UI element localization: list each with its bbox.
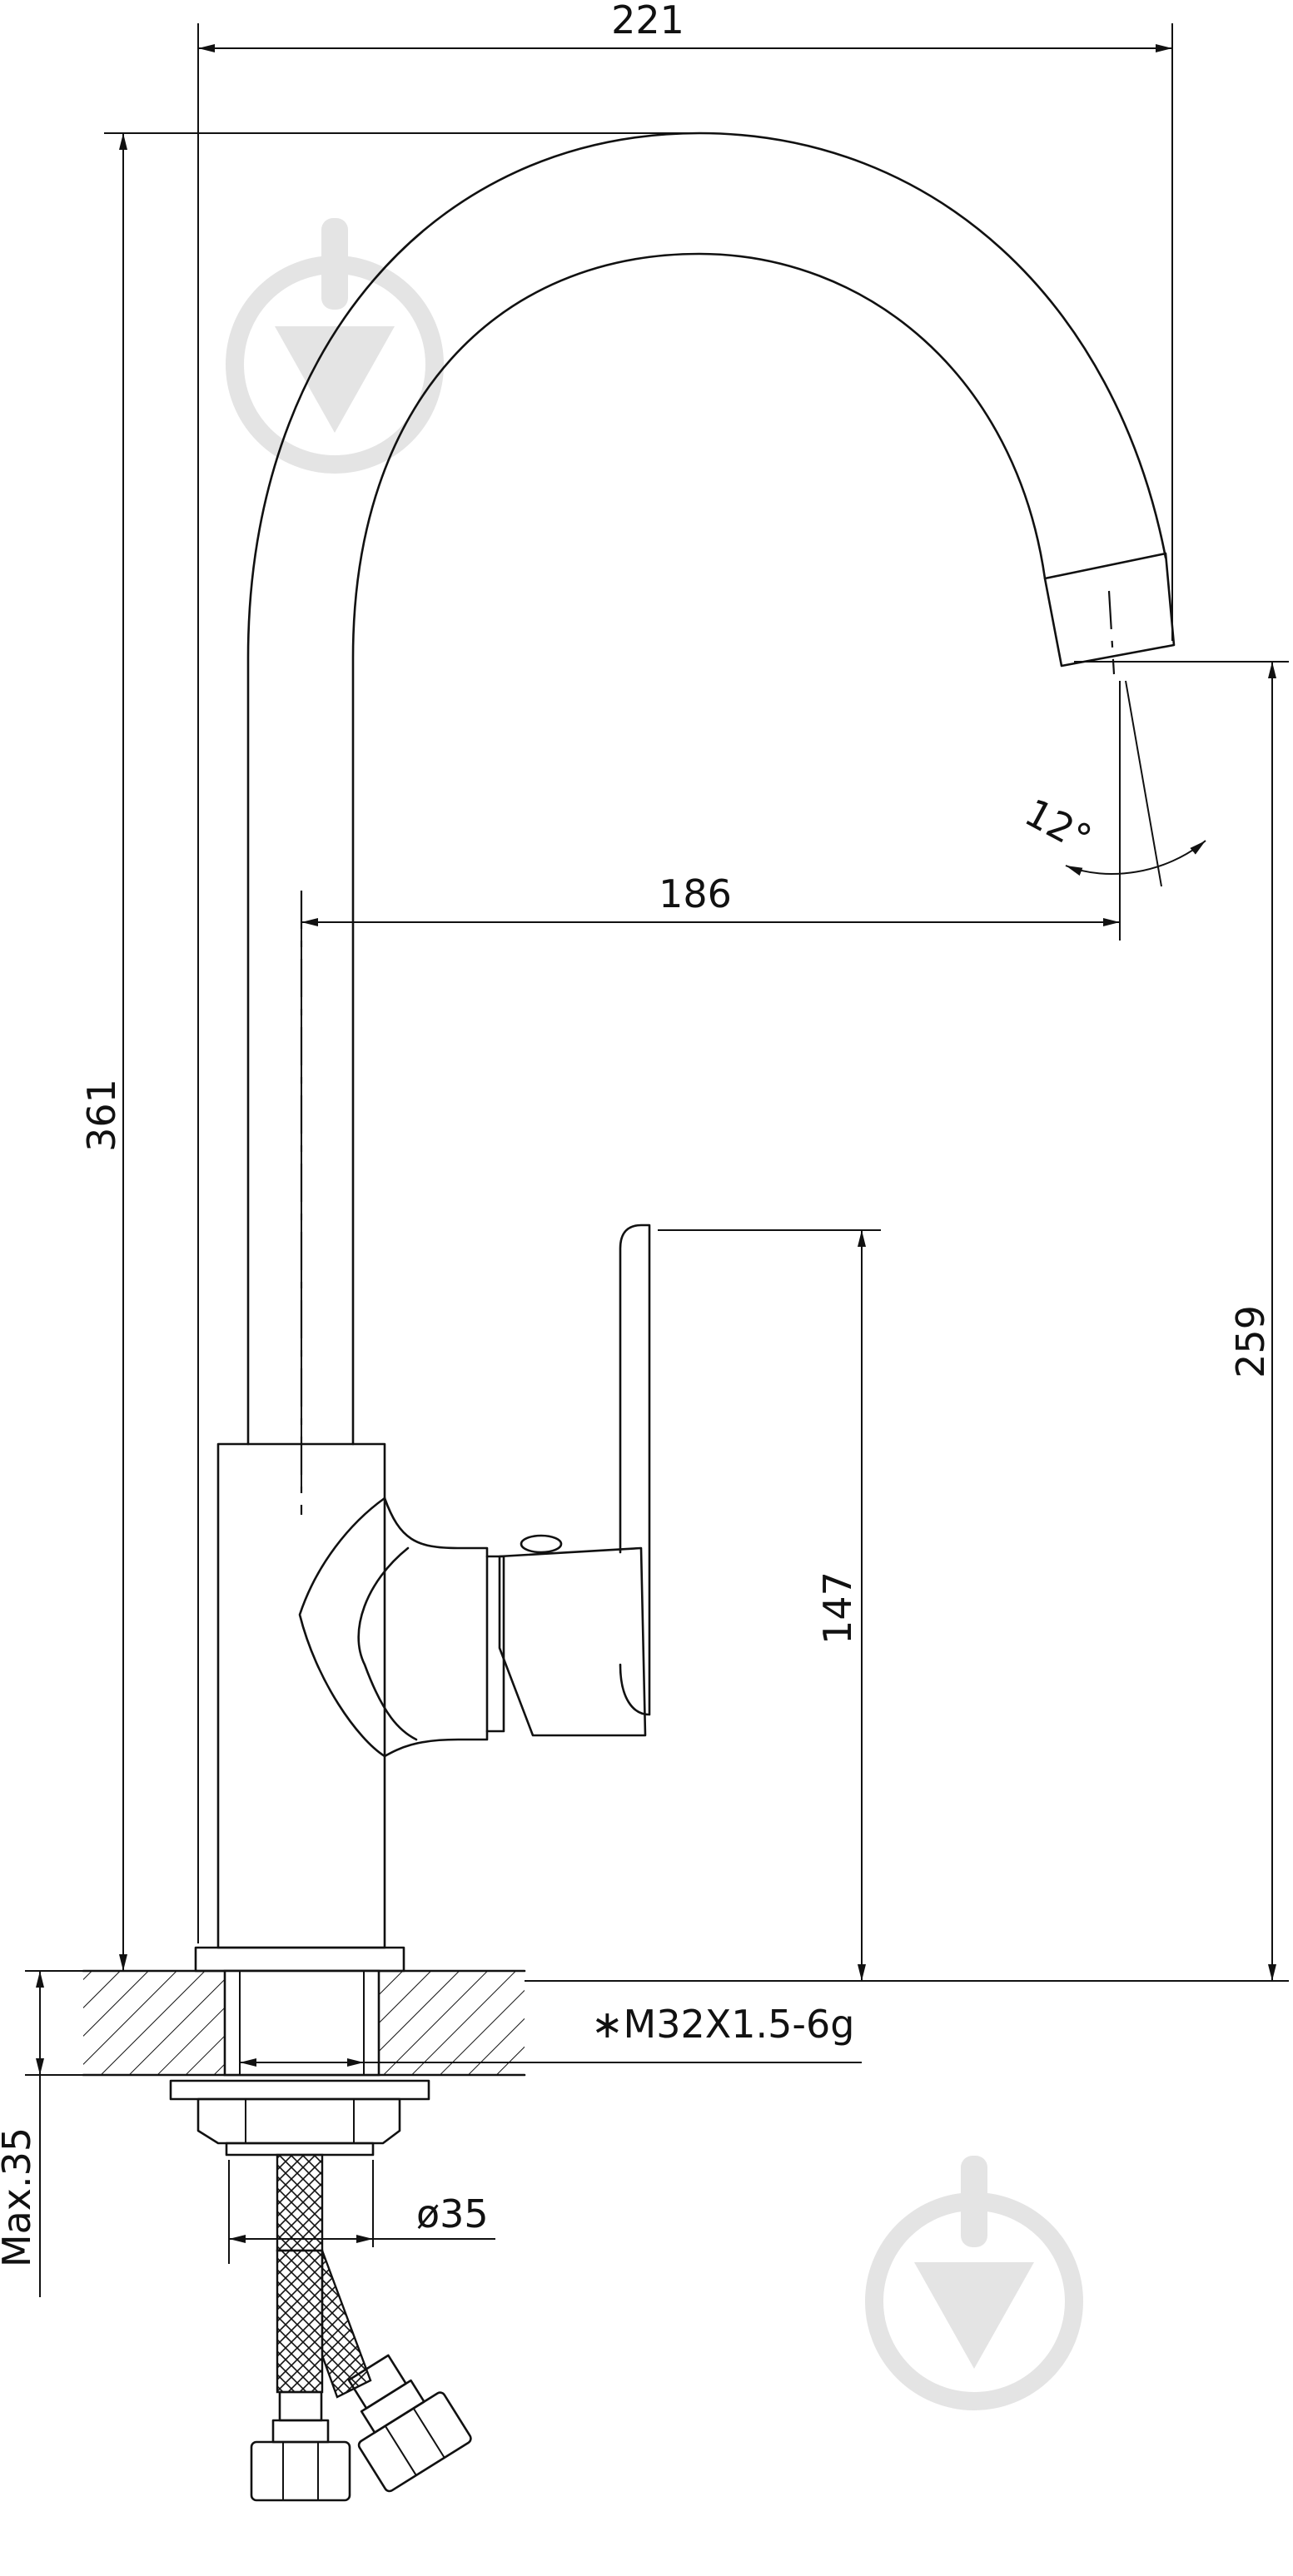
countertop-section xyxy=(82,1969,526,2077)
dim-label-thread: ∗M32X1.5-6g xyxy=(591,2002,855,2047)
watermark-logo-top xyxy=(226,218,444,474)
supply-hoses xyxy=(250,2153,472,2502)
dim-label-147: 147 xyxy=(815,1571,860,1645)
lever-handle xyxy=(498,1223,651,1737)
dim-overall-height: 361 xyxy=(79,132,699,1971)
dim-hose-diameter: ø35 xyxy=(228,2160,495,2264)
dim-thread: ∗M32X1.5-6g xyxy=(240,2002,862,2067)
faucet-body xyxy=(194,1442,505,1973)
dim-lever-height: 147 xyxy=(658,1229,881,1981)
dim-overall-width: 221 xyxy=(197,0,1173,1943)
dim-label-221: 221 xyxy=(611,0,684,42)
dim-spout-angle: 12° xyxy=(1017,680,1206,887)
dim-label-259: 259 xyxy=(1228,1305,1273,1378)
dim-label-186: 186 xyxy=(659,871,732,916)
watermark-logo-bottom xyxy=(865,2156,1083,2410)
dim-label-361: 361 xyxy=(79,1079,124,1152)
dim-max-counter-thickness: Max.35 xyxy=(0,1970,83,2297)
dim-spout-reach: 186 xyxy=(301,681,1121,1490)
dim-spout-clearance: 259 xyxy=(525,661,1289,1982)
dim-label-max35: Max.35 xyxy=(0,2127,39,2267)
dim-label-diameter: ø35 xyxy=(416,2191,489,2236)
dim-label-12deg: 12° xyxy=(1017,790,1098,861)
mounting-nut xyxy=(169,2079,430,2157)
